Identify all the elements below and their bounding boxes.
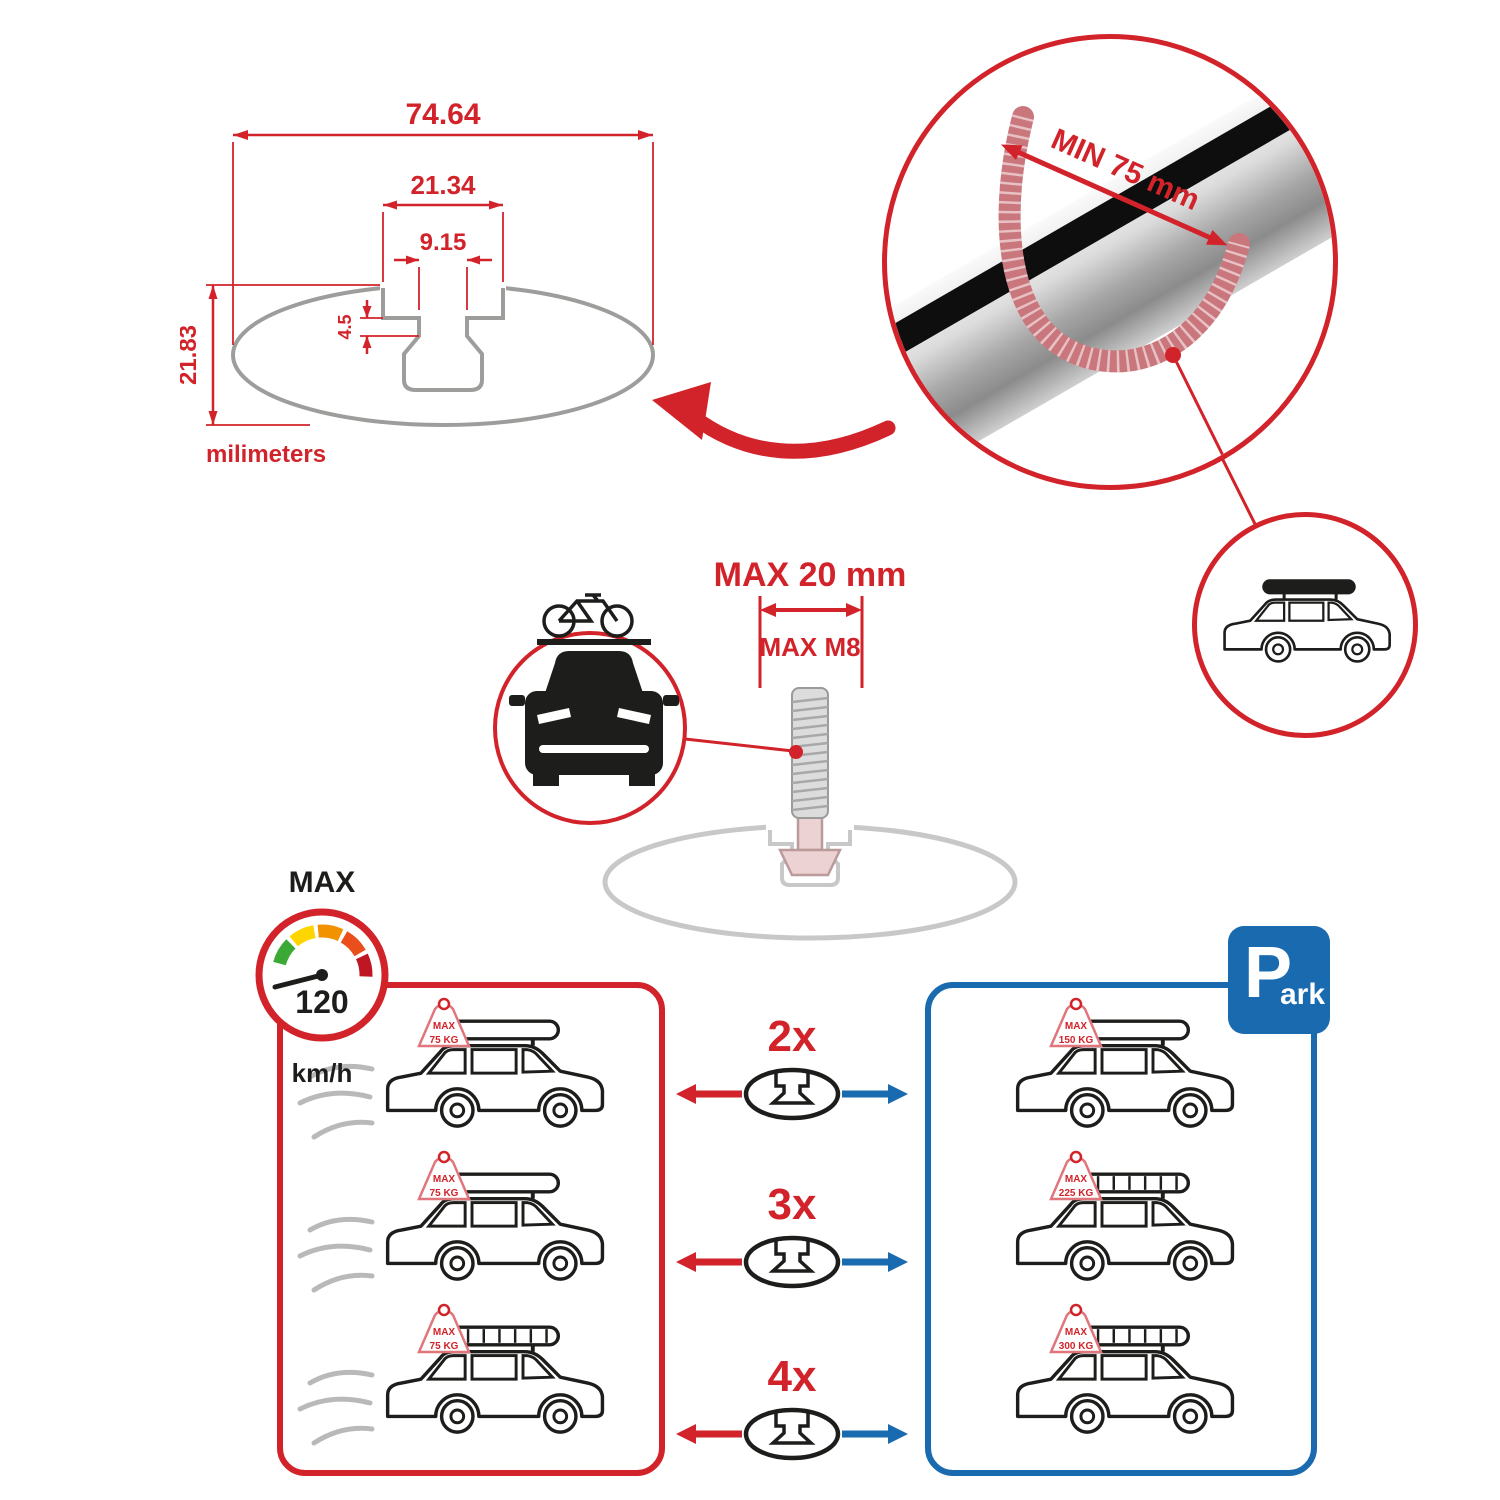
park-sign: P ark	[1228, 926, 1330, 1034]
crossbar-profile-icon	[676, 1067, 908, 1121]
svg-text:MAX: MAX	[433, 1174, 456, 1185]
bolt-max-thread-label: MAX M8	[759, 632, 861, 662]
car-front-with-bike-icon	[509, 593, 679, 786]
car-side-icon	[370, 1169, 625, 1297]
car-front-circle	[493, 593, 687, 825]
gauge-unit-label: km/h	[291, 1058, 353, 1088]
weight-tag: MAX 75 KG	[412, 1302, 476, 1356]
weight-tag: MAX 75 KG	[412, 996, 476, 1050]
clamp-strap-layer	[998, 106, 1250, 485]
bolt-dim-arrow-right	[846, 603, 862, 617]
weight-tag: MAX 225 KG	[1044, 1149, 1108, 1203]
crossbar-profile-icon	[676, 1407, 908, 1461]
bolt-marker-dot	[789, 745, 803, 759]
bolt-max-width-label: MAX 20 mm	[713, 556, 907, 594]
car-side-icon	[1000, 1322, 1255, 1450]
units-label: milimeters	[206, 441, 326, 468]
bar-quantity-group-2: 3x	[672, 1180, 912, 1299]
svg-text:75 KG: 75 KG	[430, 1341, 459, 1352]
bolt-leader-line	[684, 737, 794, 753]
svg-text:MAX: MAX	[433, 1327, 456, 1338]
svg-text:300 KG: 300 KG	[1059, 1341, 1094, 1352]
gauge-needle	[272, 972, 325, 990]
threaded-bolt	[791, 687, 829, 819]
bar-count: 3x	[767, 1180, 817, 1229]
weight-tag: MAX 75 KG	[412, 1149, 476, 1203]
svg-text:MAX: MAX	[1065, 1021, 1088, 1032]
svg-text:150 KG: 150 KG	[1059, 1035, 1094, 1046]
bar-detail-circle: MIN 75 mm	[882, 34, 1338, 490]
bar-count: 4x	[767, 1352, 817, 1401]
park-sign-rest: ark	[1280, 978, 1326, 1011]
bolt-diagram	[602, 596, 1018, 941]
callout-arrowhead	[652, 382, 711, 440]
min-span-callout: MIN 75 mm	[993, 104, 1247, 260]
roof-rack-bar	[537, 639, 651, 645]
driving-car-row-1: MAX 75 KG	[292, 997, 652, 1150]
dim-lip-depth: 4.5	[335, 314, 355, 339]
driving-car-row-2: MAX 75 KG	[292, 1150, 652, 1303]
dim-total-height: 21.83	[180, 325, 202, 385]
gauge-arcs	[273, 924, 373, 977]
t-bolt-head	[778, 814, 842, 877]
min-span-arrow	[1000, 144, 1228, 246]
profile-dimension-drawing: 74.64 21.34 9.15 4.5 21.83 milimeters	[180, 98, 655, 468]
svg-text:75 KG: 75 KG	[430, 1035, 459, 1046]
clamp-leader-line	[1171, 354, 1240, 485]
dim-channel-width: 21.34	[410, 170, 476, 200]
t-slot-channel	[381, 288, 505, 392]
dimension-arrowheads	[208, 130, 653, 425]
svg-text:MAX: MAX	[433, 1021, 456, 1032]
svg-text:MAX: MAX	[1065, 1327, 1088, 1338]
car-side-icon	[370, 1322, 625, 1450]
callout-arrow	[687, 410, 896, 459]
extension-lines	[206, 142, 654, 426]
crossbar-profile-icon	[676, 1235, 908, 1289]
clamp-strap-threads	[998, 114, 1250, 373]
svg-text:MAX: MAX	[1065, 1174, 1088, 1185]
bolt-dim-arrow-left	[760, 603, 776, 617]
parked-car-row-2: MAX 225 KG	[952, 1150, 1312, 1303]
car-side-icon	[1000, 1169, 1255, 1297]
bolt-dimension-lines	[758, 596, 864, 688]
speedometer-icon: 120	[255, 908, 389, 1042]
gauge-value: 120	[295, 984, 348, 1020]
parked-car-row-3: MAX 300 KG	[952, 1303, 1312, 1456]
weight-tag: MAX 150 KG	[1044, 996, 1108, 1050]
car-side-icon	[370, 1016, 625, 1144]
bar-count: 2x	[767, 1012, 817, 1061]
svg-text:75 KG: 75 KG	[430, 1188, 459, 1199]
motion-lines-icon	[292, 1210, 377, 1295]
parked-car-row-1: MAX 150 KG	[952, 997, 1312, 1150]
car-front-body	[509, 651, 679, 786]
driving-car-row-3: MAX 75 KG	[292, 1303, 652, 1456]
roofbox-car-circle	[1192, 512, 1418, 738]
park-sign-letter: P	[1244, 933, 1293, 1013]
gauge-max-label: MAX	[288, 866, 356, 899]
car-with-roofbox-icon	[1211, 577, 1407, 675]
clamp-marker-dot	[1165, 347, 1181, 363]
motion-lines-icon	[292, 1363, 377, 1448]
bar-quantity-group-3: 4x	[672, 1352, 912, 1471]
car-side-icon	[1000, 1016, 1255, 1144]
bike-icon	[542, 593, 634, 638]
dim-total-width: 74.64	[405, 98, 480, 131]
bar-quantity-group-1: 2x	[672, 1012, 912, 1131]
weight-tag: MAX 300 KG	[1044, 1302, 1108, 1356]
svg-text:225 KG: 225 KG	[1059, 1188, 1094, 1199]
dim-slot-width: 9.15	[420, 229, 467, 256]
